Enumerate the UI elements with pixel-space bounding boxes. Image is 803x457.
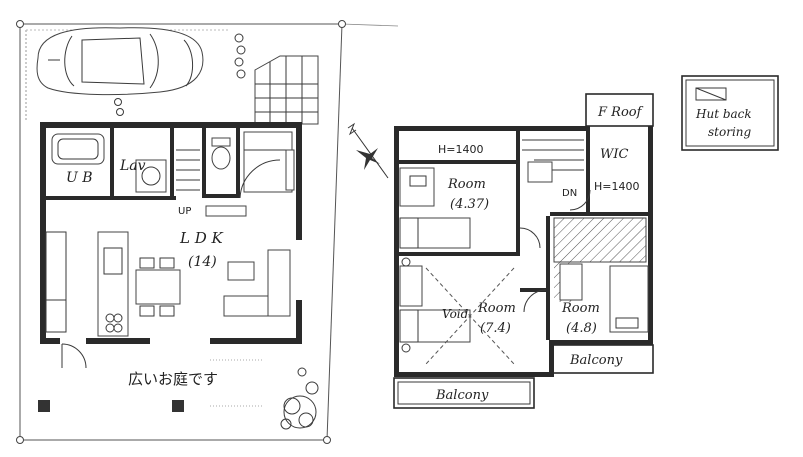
sofa — [223, 249, 291, 317]
tree-icon — [280, 367, 319, 430]
room-label-a: Room — [447, 177, 486, 192]
site-boundary — [16, 20, 399, 444]
froof-label: F Roof — [597, 105, 644, 120]
room-size-b: (7.4) — [480, 321, 511, 336]
room-label-wic: WIC — [600, 147, 628, 162]
balcony — [393, 344, 654, 409]
height-label-left: H=1400 — [438, 143, 483, 156]
bed — [399, 217, 471, 249]
balcony-label-bottom: Balcony — [435, 388, 489, 403]
second-floor — [394, 93, 654, 377]
storage-box — [681, 75, 779, 151]
kitchen-counter — [97, 231, 129, 337]
stair-label-dn: DN — [562, 188, 577, 199]
staircase — [176, 149, 200, 191]
room-size-c: (4.8) — [566, 321, 597, 336]
staircase — [522, 139, 584, 183]
bathtub-icon — [51, 133, 105, 165]
room-label-c: Room — [561, 301, 600, 316]
room-size-a: (4.37) — [450, 197, 489, 212]
void-label: Void — [442, 307, 469, 321]
balcony-label-right: Balcony — [569, 353, 623, 368]
toilet-icon — [211, 137, 231, 170]
room-label-b: Room — [477, 301, 516, 316]
dining-table — [135, 257, 181, 317]
shrub-icon — [114, 33, 246, 116]
room-label-ub: U B — [66, 170, 93, 186]
sink-icon — [135, 159, 167, 193]
car-icon — [36, 27, 204, 96]
room-label-lav: Lav — [119, 158, 146, 174]
stair-label-up: UP — [178, 206, 191, 217]
storage-label-line2: storing — [708, 125, 752, 139]
bed — [399, 265, 471, 343]
storage-label-line1: Hut back — [695, 107, 752, 121]
height-label-right: H=1400 — [594, 180, 639, 193]
garden-label: 広いお庭です — [128, 370, 218, 388]
room-size-ldk: (14) — [188, 254, 217, 270]
bed — [609, 265, 649, 333]
compass-icon — [347, 122, 389, 179]
room-label-ldk: L D K — [179, 229, 224, 247]
first-floor — [40, 122, 302, 369]
entrance-steps — [254, 55, 319, 125]
